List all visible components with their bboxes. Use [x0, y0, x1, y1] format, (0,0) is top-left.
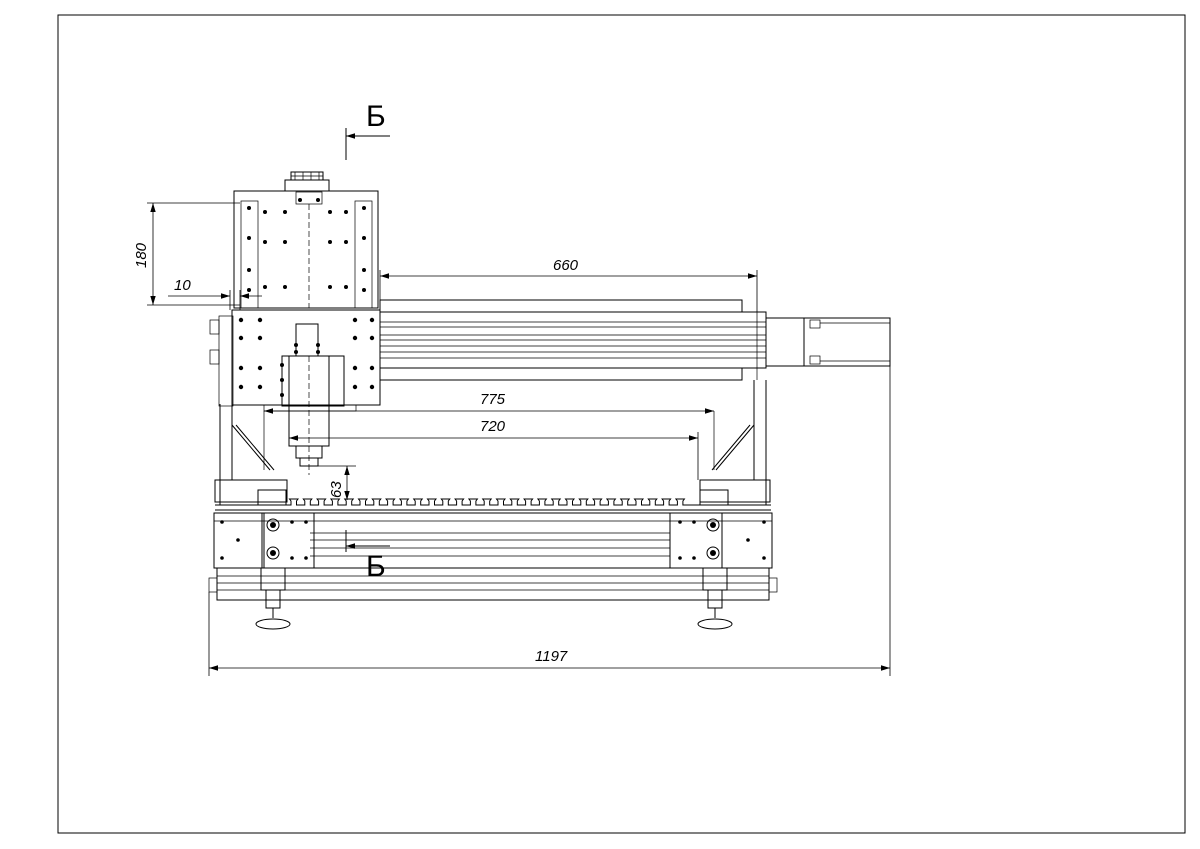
dim-label-775: 775: [480, 391, 506, 408]
foot-right: [697, 567, 733, 630]
section-marker-bottom: Б: [345, 530, 390, 583]
dim-label-63: 63: [328, 481, 345, 498]
dim-label-720: 720: [480, 418, 506, 435]
dimension-720: 720: [289, 418, 699, 480]
gantry-beam: [379, 299, 767, 381]
gantry-left-side: [214, 404, 288, 506]
spindle: [288, 355, 330, 475]
z-axis-assembly: [233, 171, 379, 309]
section-label-top: Б: [366, 100, 386, 133]
dim-label-10: 10: [174, 277, 191, 294]
dim-label-660: 660: [553, 257, 579, 274]
dimension-63: 63: [318, 465, 356, 500]
dimension-660: 660: [379, 257, 758, 312]
dimension-180: 180: [133, 202, 240, 306]
section-label-bottom: Б: [366, 550, 386, 583]
section-marker-top: Б: [345, 100, 390, 160]
dimension-10: 10: [168, 277, 262, 310]
dim-label-1197: 1197: [535, 648, 568, 665]
pulley-icon: [284, 171, 330, 192]
dim-label-180: 180: [133, 242, 150, 268]
base-frame: [208, 512, 778, 601]
z-plate-holes: [247, 198, 366, 292]
motor-right: [765, 317, 891, 367]
foot-left: [255, 567, 291, 630]
gantry-right-side: [699, 380, 771, 506]
work-table: [215, 498, 771, 511]
x-carriage: [209, 309, 381, 412]
sheet-frame: [57, 14, 1186, 834]
dimension-1197: 1197: [208, 318, 891, 676]
dimension-775: 775: [264, 391, 714, 414]
